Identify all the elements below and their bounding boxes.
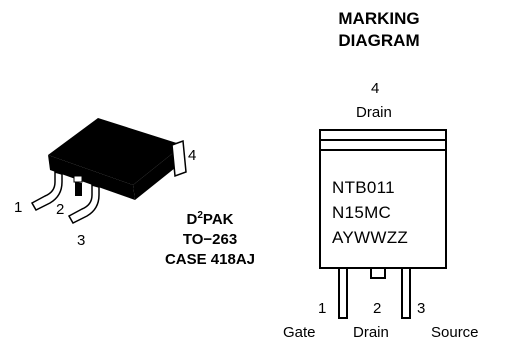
top-pin-number: 4 <box>371 80 380 97</box>
bottom-pin-1-number: 1 <box>318 300 327 317</box>
bottom-pin-3-number: 3 <box>417 300 426 317</box>
package-line-1-prefix: D <box>186 211 198 228</box>
package-pin-4-label: 4 <box>188 147 197 164</box>
package-line-2: TO−263 <box>182 231 238 248</box>
package-pin-3-label: 3 <box>77 232 86 249</box>
marking-diagram-outline <box>319 129 447 319</box>
marking-diagram-title: MARKING DIAGRAM <box>309 8 449 52</box>
package-line-3: CASE 418AJ <box>164 251 256 268</box>
package-line-1-superscript: 2 <box>197 210 203 221</box>
bottom-pin-2-number: 2 <box>373 300 382 317</box>
bottom-pin-1-name: Gate <box>283 324 316 341</box>
bottom-pin-2-name: Drain <box>353 324 389 341</box>
lead-1 <box>30 171 63 211</box>
package-pin-2-label: 2 <box>56 201 65 218</box>
marking-line-2: N15MC <box>332 203 392 222</box>
package-line-1-suffix: PAK <box>202 211 234 228</box>
lead-3 <box>67 184 100 224</box>
marking-line-3: AYWWZZ <box>332 228 409 247</box>
bottom-pin-3-name: Source <box>431 324 479 341</box>
package-pin-1-label: 1 <box>14 199 23 216</box>
marking-line-1: NTB011 <box>332 178 395 197</box>
d2pak-package-illustration <box>30 118 187 224</box>
package-name: D2PAK TO−263 CASE 418AJ <box>140 206 280 270</box>
top-pin-name: Drain <box>356 104 392 121</box>
title-line-1: MARKING <box>338 9 420 28</box>
package-line-1: D2PAK <box>140 206 280 230</box>
title-line-2: DIAGRAM <box>338 31 420 50</box>
